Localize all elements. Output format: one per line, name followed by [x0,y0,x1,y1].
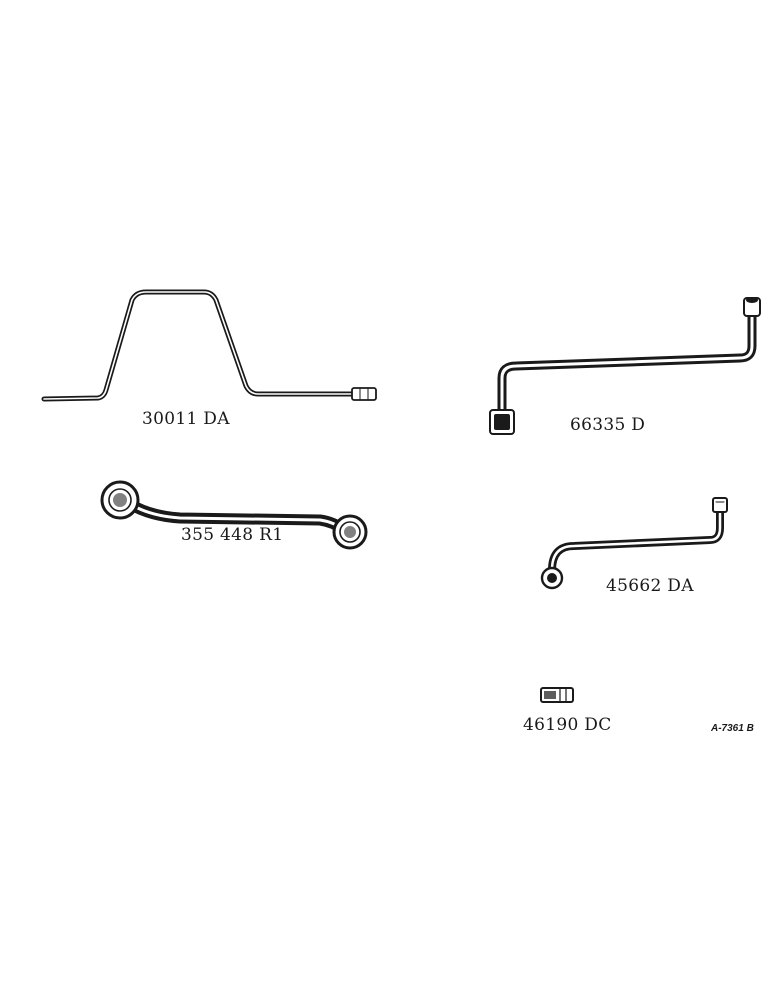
socket-icon [540,687,574,703]
part-number-label: 66335 D [570,415,646,435]
part-number-label: 355 448 R1 [181,525,284,545]
part-number-label: 45662 DA [606,576,694,596]
part-number-label: 46190 DC [523,715,612,735]
figure-reference: A-7361 B [711,723,754,734]
part-number-label: 30011 DA [142,409,230,429]
offset-socket-wrench-small-icon [540,497,728,590]
offset-socket-wrench-icon [489,297,761,435]
box-end-wrench-icon [100,480,368,550]
s-bend-socket-wrench-icon [41,289,377,402]
